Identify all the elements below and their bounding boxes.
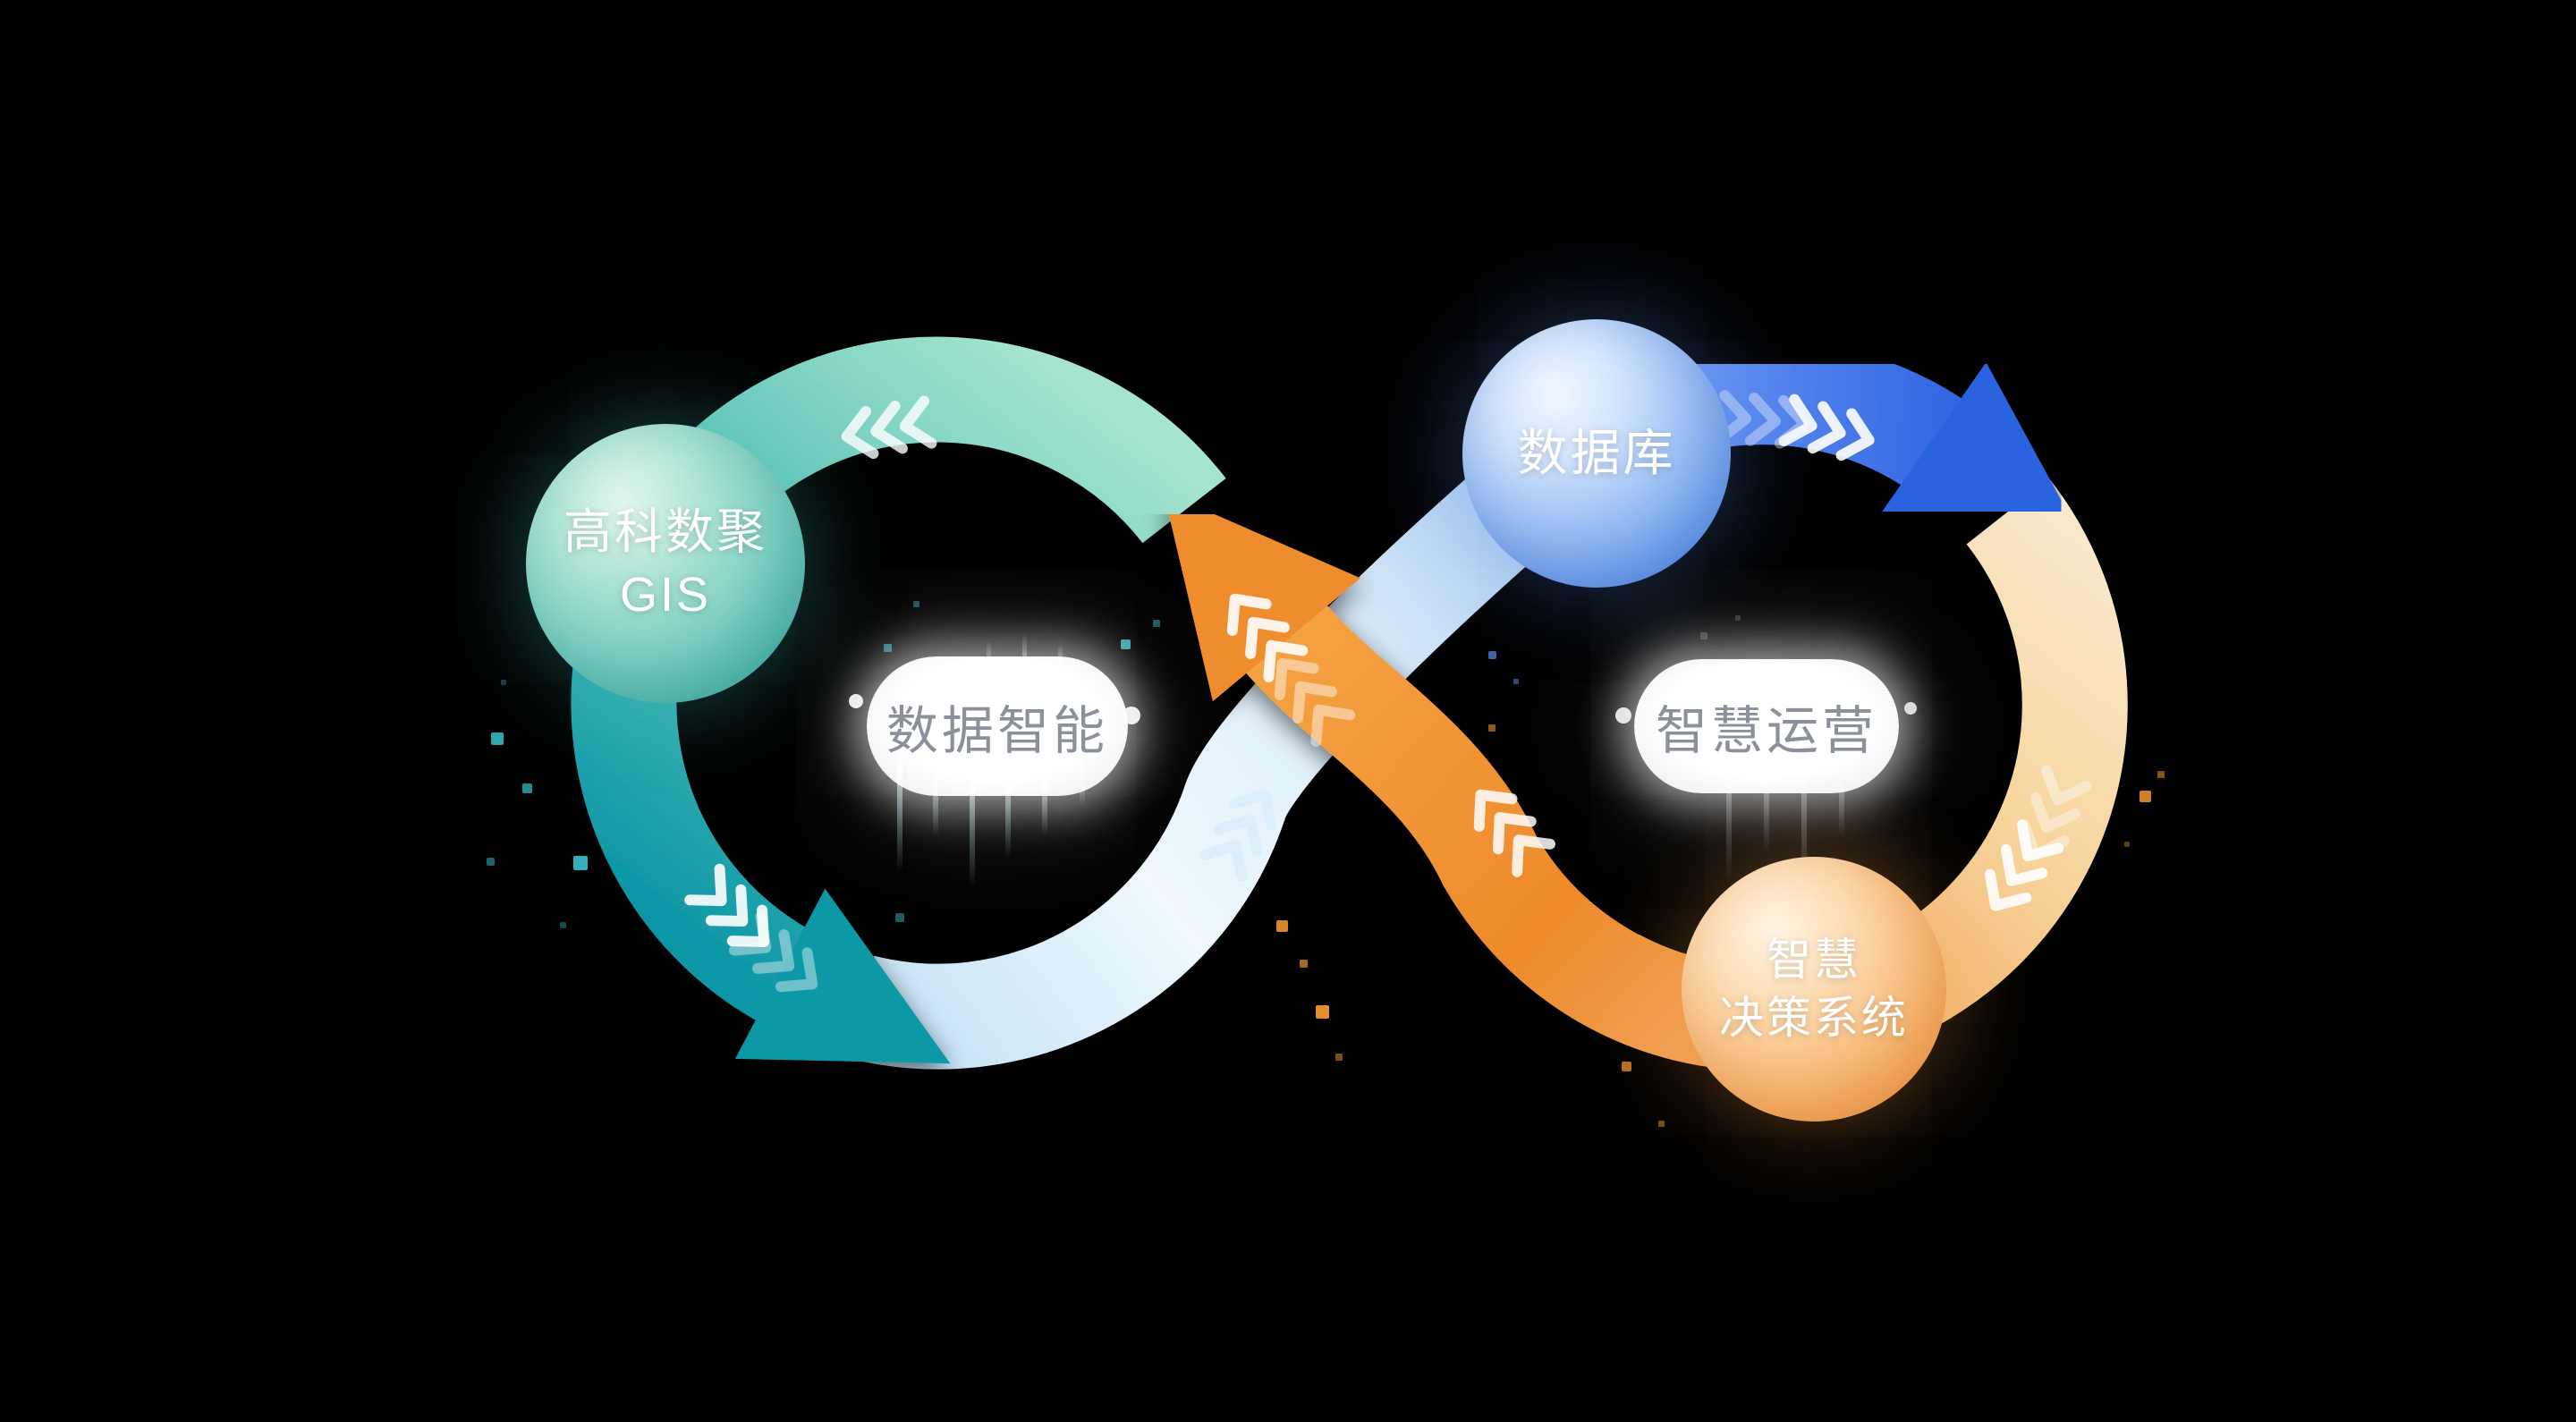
node-gis-line1: 高科数聚 (564, 504, 767, 559)
orange-arrow-path (1163, 492, 1740, 1070)
node-decision-line2: 决策系统 (1719, 993, 1909, 1043)
label-smart-operations-text: 智慧运营 (1655, 702, 1877, 760)
particle-dots-orange (1276, 724, 2165, 1127)
node-database-label: 数据库 (1517, 424, 1676, 481)
label-data-intelligence: 数据智能 (867, 656, 1128, 796)
node-decision-system: 智慧 决策系统 (1682, 857, 1946, 1122)
label-data-intelligence-text: 数据智能 (886, 702, 1108, 760)
particle-dots-teal (487, 601, 1160, 928)
label-smart-operations: 智慧运营 (1634, 659, 1899, 793)
node-gis-line2: GIS (619, 568, 712, 622)
node-decision-line1: 智慧 (1767, 935, 1861, 985)
node-gis: 高科数聚 GIS (526, 424, 805, 703)
node-database: 数据库 (1462, 319, 1731, 588)
